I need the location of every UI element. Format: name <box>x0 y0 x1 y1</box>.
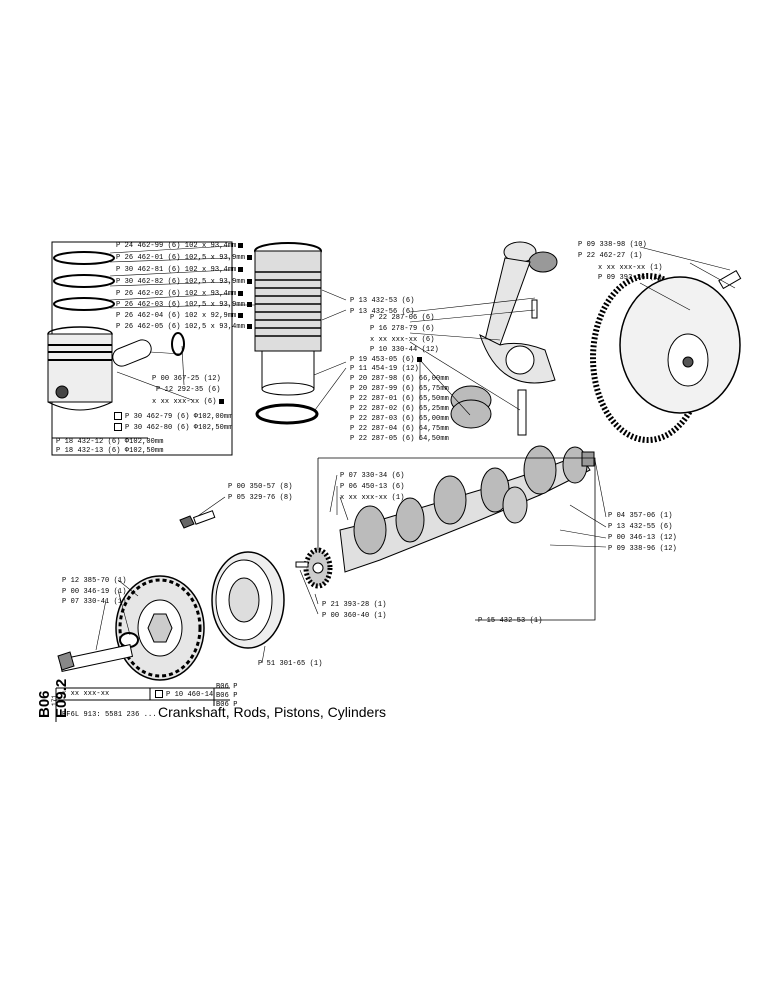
footer-xx: x xx xxx-xx <box>62 690 110 698</box>
bolt-label-2: P 05 329-76 (8) <box>228 494 293 502</box>
piston-label-6: P 26 462-03 (6) 102,5 x 93,9mm <box>116 301 252 310</box>
piston-label-7: P 26 462-04 (6) 102 x 92,9mm <box>116 312 243 321</box>
crank-top-label-3: x xx xxx-xx (1) <box>340 494 405 502</box>
piston-label-5: P 26 462-02 (6) 102 x 93,4mm <box>116 290 243 299</box>
rod-label-1: P 22 287-06 (6) <box>370 314 435 322</box>
page-number: 171 <box>51 694 58 706</box>
footer-b06-2: B06 P <box>216 692 238 700</box>
crank-right-label-2: P 13 432-55 (6) <box>608 523 673 531</box>
piston-kit-label-2: P 18 432-13 (6) Φ102,50mm <box>56 447 164 455</box>
timing-gear-drawing <box>295 547 333 589</box>
bearing-label-2: P 20 287-99 (6) 65,75mm <box>350 385 449 393</box>
damper-label: P 51 301-65 (1) <box>258 660 323 668</box>
model-code: BF6L 913: 5581 236 ... <box>62 711 157 719</box>
piston-label-4: P 30 462-82 (6) 102,5 x 93,9mm <box>116 278 252 287</box>
crank-top-label-1: P 07 330-34 (6) <box>340 472 405 480</box>
cylinder-label-1: P 13 432-53 (6) <box>350 297 415 305</box>
piston-option-2: P 30 462-80 (6) Φ102,50mm <box>114 423 233 433</box>
bearing-label-4: P 22 287-02 (6) 65,25mm <box>350 405 449 413</box>
crank-right-label-4: P 09 338-96 (12) <box>608 545 677 553</box>
crank-right-label-3: P 00 346-13 (12) <box>608 534 677 542</box>
footer-b06-1: B06 P <box>216 683 238 691</box>
checkbox-icon <box>114 412 122 420</box>
crank-right-label-1: P 04 357-06 (1) <box>608 512 673 520</box>
bearing-label-3: P 22 287-01 (6) 65,50mm <box>350 395 449 403</box>
bearing-label-1: P 20 287-98 (6) 66,00mm <box>350 375 449 383</box>
pulley-label-2: P 00 346-19 (1) <box>62 588 127 596</box>
piston-label-3: P 30 462-81 (6) 102 x 93,4mm <box>116 266 243 275</box>
piston-label-1: P 24 462-99 (6) 102 x 93,4mm <box>116 242 243 251</box>
cylinder-label-4: P 11 454-19 (12) <box>350 365 419 373</box>
rod-label-2: P 16 278-79 (6) <box>370 325 435 333</box>
connecting-rod-drawing <box>450 241 558 436</box>
footer-p10-text: P 10 460-14 <box>166 690 214 699</box>
cylinder-label-3: P 19 453-05 (6) <box>350 356 422 365</box>
pulley-drawing <box>57 575 205 681</box>
flywheel-label-2: P 22 462-27 (1) <box>578 252 643 260</box>
piston-option-1: P 30 462-79 (6) Φ102,00mm <box>114 412 233 422</box>
flywheel-label-3: x xx xxx-xx (1) <box>598 264 663 272</box>
bolt-label-1: P 00 350-57 (8) <box>228 483 293 491</box>
flywheel-label-1: P 09 338-98 (10) <box>578 241 647 249</box>
footer-b06-3: B06 P <box>216 701 238 709</box>
piston-option-2-text: P 30 462-80 (6) Φ102,50mm <box>125 423 233 432</box>
piston-xx-label: x xx xxx-xx (6) <box>152 398 224 407</box>
flywheel-drawing <box>590 269 742 443</box>
piston-clip-label: P 12 292-35 (6) <box>156 386 221 394</box>
checkbox-icon <box>155 690 163 698</box>
page-title: Crankshaft, Rods, Pistons, Cylinders <box>158 704 386 720</box>
flywheel-label-4: P 09 393-26 (1) <box>598 274 663 282</box>
checkbox-icon <box>114 423 122 431</box>
rod-label-3: x xx xxx-xx (6) <box>370 336 435 344</box>
crank-top-label-2: P 06 450-13 (6) <box>340 483 405 491</box>
piston-label-2: P 26 462-01 (6) 102,5 x 93,9mm <box>116 254 252 263</box>
piston-label-8: P 26 462-05 (6) 102,5 x 93,4mm <box>116 323 252 332</box>
piston-kit-label-1: P 18 432-12 (6) Φ102,00mm <box>56 438 164 446</box>
bearing-label-7: P 22 287-05 (6) 64,50mm <box>350 435 449 443</box>
vibration-damper-drawing <box>211 551 285 649</box>
footer-p10: P 10 460-14 <box>155 690 213 700</box>
piston-drawing <box>47 326 113 411</box>
gear-label-1: P 21 393-28 (1) <box>322 601 387 609</box>
bearing-label-6: P 22 287-04 (6) 64,75mm <box>350 425 449 433</box>
crankshaft-drawing <box>339 445 595 573</box>
pulley-label-1: P 12 385-70 (1) <box>62 577 127 585</box>
crankshaft-label: P 15 432-53 (1) <box>478 617 543 625</box>
piston-rings-drawing <box>53 251 115 311</box>
bearing-label-5: P 22 287-03 (6) 65,00mm <box>350 415 449 423</box>
piston-option-1-text: P 30 462-79 (6) Φ102,00mm <box>125 412 233 421</box>
pulley-label-3: P 07 330-41 (1) <box>62 598 127 606</box>
cylinder-label-2: P 13 432-56 (6) <box>350 308 415 316</box>
rod-label-4: P 10 330-44 (12) <box>370 346 439 354</box>
piston-pin-label: P 00 367-25 (12) <box>152 375 221 383</box>
cylinder-liner-drawing <box>254 242 322 396</box>
gear-label-2: P 00 360-40 (1) <box>322 612 387 620</box>
